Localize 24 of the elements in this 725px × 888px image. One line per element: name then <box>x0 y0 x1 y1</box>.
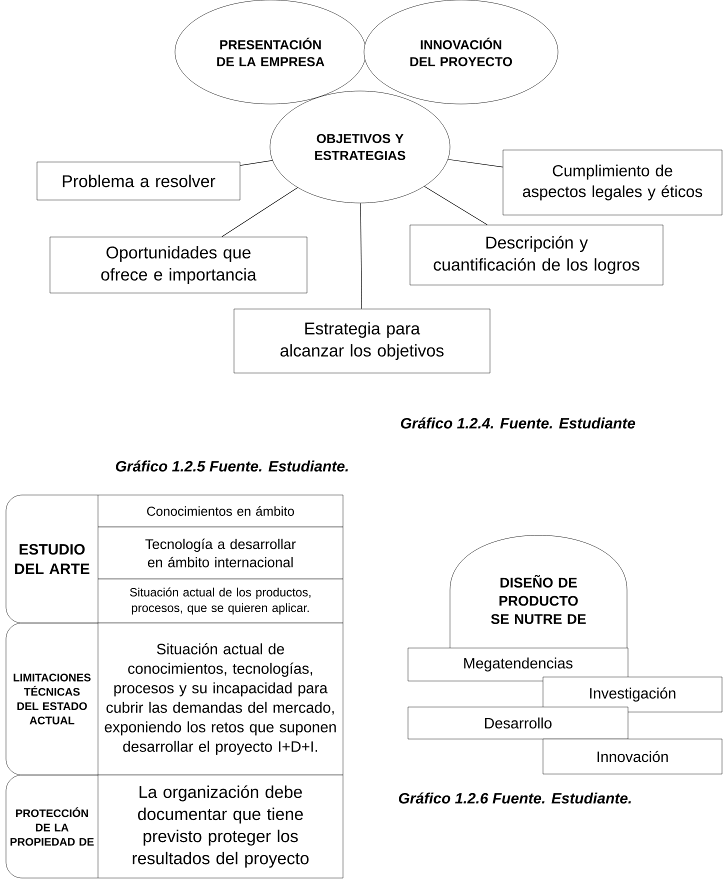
table-cell: Conocimientos en ámbito <box>98 494 344 528</box>
connector-line <box>222 187 298 238</box>
topic-box: Problema a resolver <box>36 162 240 200</box>
table-cell: La organización debe documentar que tiene previsto proteger los resultados del proyecto <box>98 774 344 878</box>
table-cell: Situación actual de los productos, procesos, que se quieren aplicar. <box>98 578 344 624</box>
connector-line <box>240 160 273 166</box>
topic-box: Estrategia para alcanzar los objetivos <box>234 308 490 374</box>
caption: Gráfico 1.2.4. Fuente. Estudiante <box>400 417 636 429</box>
layer-bar: Desarrollo <box>408 706 628 740</box>
topic-box: Cumplimiento de aspectos legales y éticos <box>502 150 722 216</box>
layer-bar: Innovación <box>542 738 722 774</box>
layer-bar: Megatendencias <box>408 648 628 682</box>
caption: Gráfico 1.2.6 Fuente. Estudiante. <box>398 792 631 804</box>
topic-box: Descripción y cuantificación de los logros <box>410 224 664 286</box>
layer-bar: Investigación <box>542 676 722 712</box>
topic-box: Oportunidades que ofrece e importancia <box>50 236 308 294</box>
connector-line <box>360 202 362 310</box>
row-header: ESTUDIO DEL ARTE <box>6 494 98 624</box>
table-cell: Tecnología a desarrollar en ámbito internacional <box>98 526 344 580</box>
caption: Gráfico 1.2.5 Fuente. Estudiante. <box>116 460 348 472</box>
row-header: LIMITACIONES TÉCNICAS DEL ESTADO ACTUAL <box>6 622 98 776</box>
connector-line <box>424 186 488 226</box>
connector-line <box>448 159 504 168</box>
row-header: PROTECCIÓN DE LA PROPIEDAD DE <box>6 774 98 878</box>
